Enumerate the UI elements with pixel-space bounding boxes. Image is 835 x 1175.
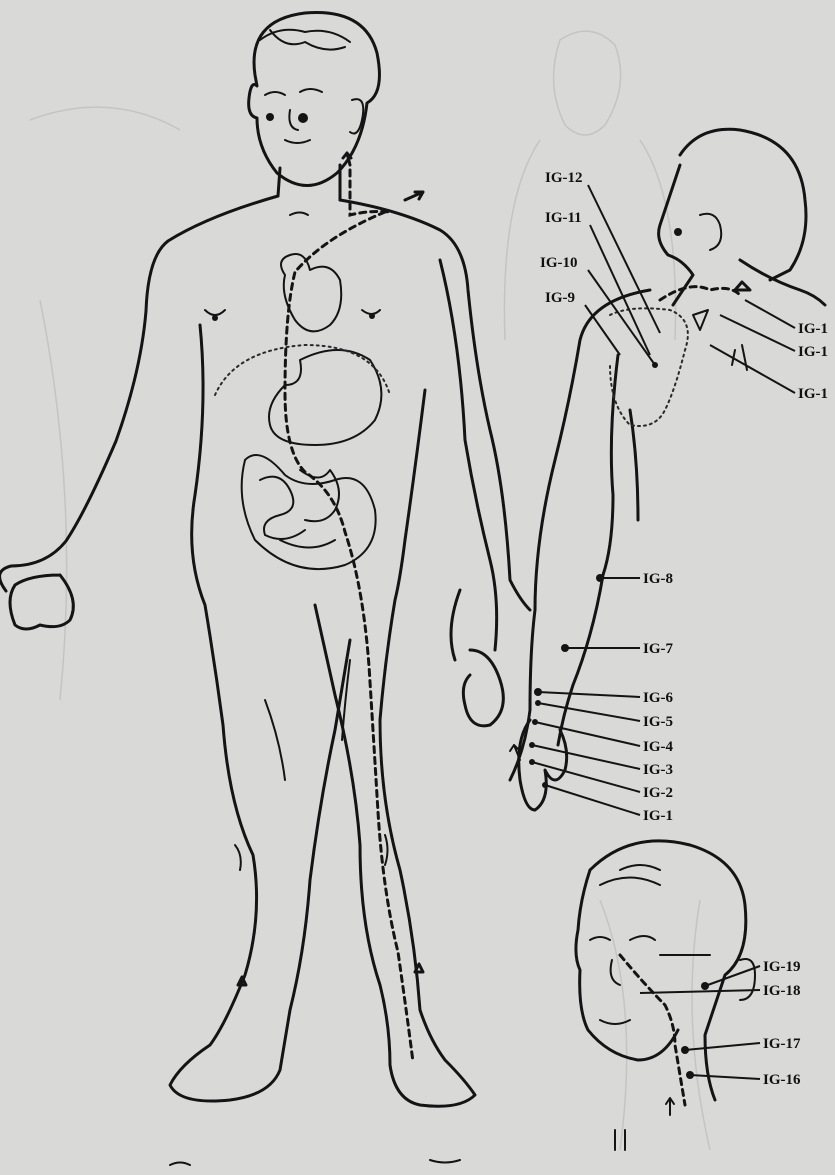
label-ig-9: IG-9 bbox=[545, 290, 575, 306]
label-ig-18: IG-18 bbox=[763, 983, 801, 999]
label-ig-2: IG-2 bbox=[643, 785, 673, 801]
label-ig-17: IG-17 bbox=[763, 1036, 801, 1052]
label-ig-3: IG-3 bbox=[643, 762, 673, 778]
heart bbox=[281, 254, 341, 331]
label-ig-8: IG-8 bbox=[643, 571, 673, 587]
small-intestine bbox=[242, 455, 376, 569]
label-ig-11: IG-11 bbox=[545, 210, 582, 226]
label-ig-4: IG-4 bbox=[643, 739, 674, 755]
label-ig-12: IG-12 bbox=[545, 170, 583, 186]
background-ghost-figures bbox=[30, 31, 710, 1150]
point-labels: IG-12 IG-11 IG-10 IG-9 IG-1 IG-1 IG-1 IG… bbox=[540, 170, 828, 1088]
label-ig-19: IG-19 bbox=[763, 959, 801, 975]
label-ig-7: IG-7 bbox=[643, 641, 674, 657]
label-ig-1: IG-1 bbox=[643, 808, 673, 824]
label-ig-10: IG-10 bbox=[540, 255, 578, 271]
diaphragm-outline bbox=[215, 345, 390, 395]
arm-back-figure bbox=[510, 129, 825, 810]
label-ig-5: IG-5 bbox=[643, 714, 673, 730]
label-ig-16: IG-16 bbox=[763, 1072, 801, 1088]
label-ig-15: IG-1 bbox=[798, 321, 828, 337]
point-leaders bbox=[529, 185, 795, 1079]
label-ig-13: IG-1 bbox=[798, 386, 828, 402]
front-body-figure bbox=[0, 13, 530, 1166]
label-ig-6: IG-6 bbox=[643, 690, 674, 706]
label-ig-14: IG-1 bbox=[798, 344, 828, 360]
face-detail-figure bbox=[576, 841, 755, 1150]
